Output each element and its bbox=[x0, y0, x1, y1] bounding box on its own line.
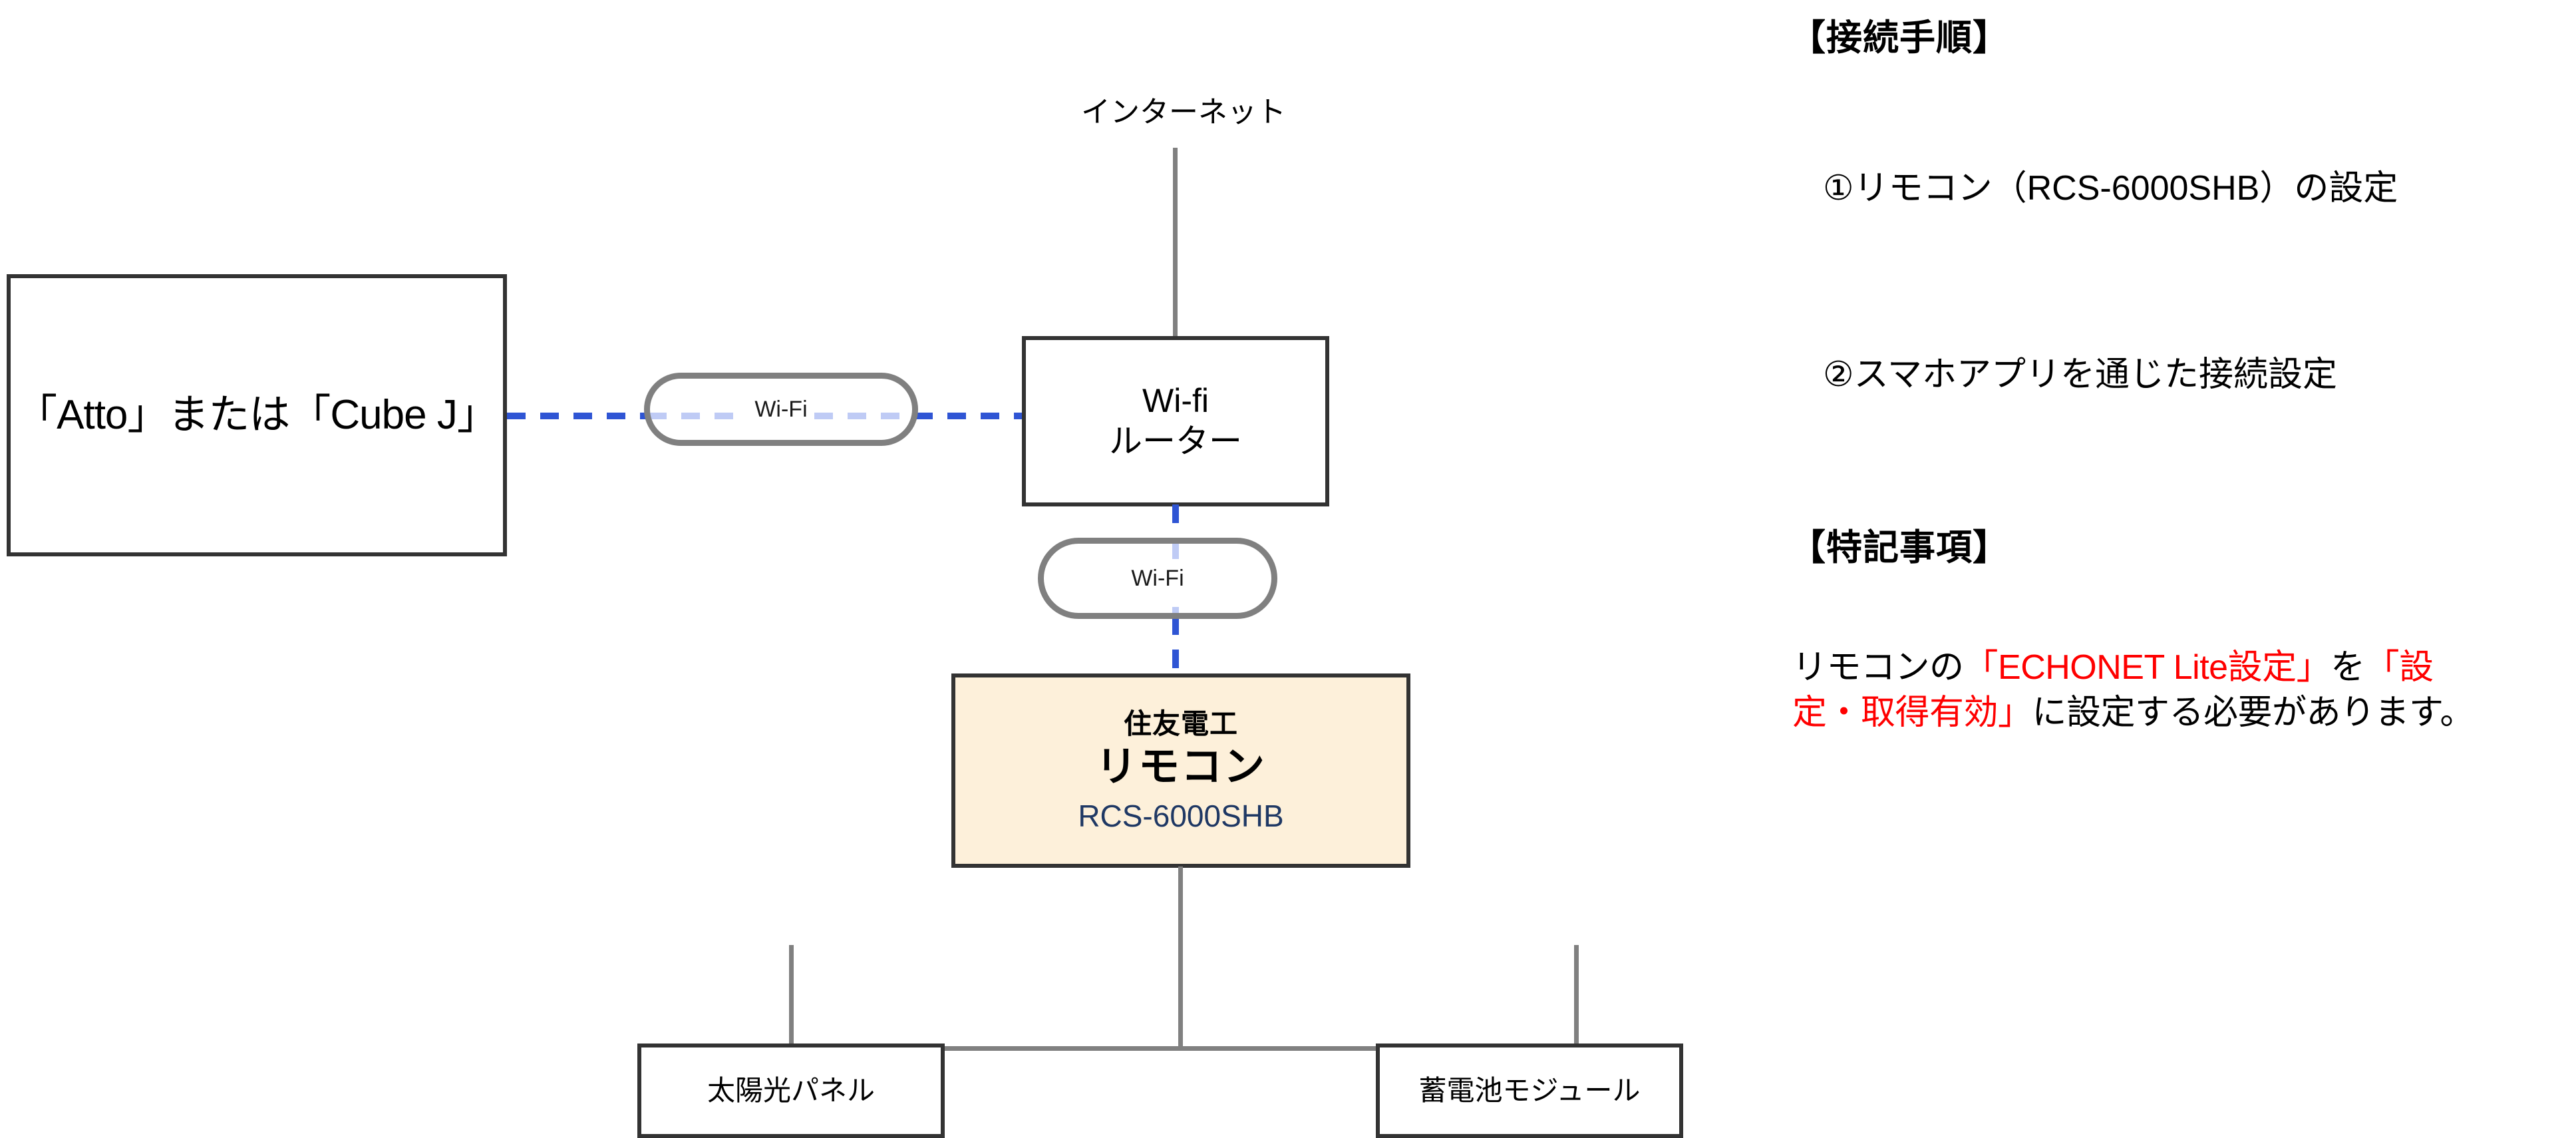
wifi-link-vertical-top bbox=[1172, 504, 1179, 542]
wifi-link-segment-right bbox=[914, 413, 1026, 419]
internet-label: インターネット bbox=[1081, 96, 1286, 128]
remote-brand-label: 住友電工 bbox=[1123, 708, 1238, 740]
notes-remark-part5: に設定する必要があります。 bbox=[2032, 693, 2475, 732]
notes-panel: 【接続手順】 ①リモコン（RCS-6000SHB）の設定 ②スマホアプリを通じた… bbox=[1790, 0, 2576, 1137]
wire-remote-trunk bbox=[1178, 866, 1183, 1050]
wifi-router-box[interactable]: Wi-fi ルーター bbox=[1022, 336, 1329, 506]
remote-title-label: リモコン bbox=[1095, 744, 1266, 791]
remote-controller-box[interactable]: 住友電工 リモコン RCS-6000SHB bbox=[951, 673, 1410, 868]
notes-remark-part2-highlight: 「ECHONET Lite設定」 bbox=[1963, 648, 2331, 687]
solar-panel-label: 太陽光パネル bbox=[707, 1075, 875, 1107]
router-box-label-line1: Wi-fi bbox=[1142, 382, 1209, 419]
notes-heading-procedure: 【接続手順】 bbox=[1790, 18, 2009, 58]
notes-remark-part3: を bbox=[2331, 648, 2365, 687]
device-box-label: 「Atto」または「Cube J」 bbox=[16, 392, 498, 439]
wifi-link-vertical-bottom bbox=[1172, 616, 1179, 677]
wifi-link-pill-lower[interactable]: Wi-Fi bbox=[1038, 538, 1277, 619]
wifi-link-pill-upper[interactable]: Wi-Fi bbox=[644, 373, 918, 446]
wire-drop-right bbox=[1574, 945, 1579, 1046]
router-box-label-line2: ルーター bbox=[1109, 423, 1242, 460]
battery-module-box[interactable]: 蓄電池モジュール bbox=[1376, 1043, 1683, 1138]
remote-model-label: RCS-6000SHB bbox=[1078, 798, 1284, 833]
notes-remark-part4-highlight: 「設定・取得有効」 bbox=[1792, 648, 2434, 732]
device-box[interactable]: 「Atto」または「Cube J」 bbox=[7, 274, 507, 556]
notes-step-1: ①リモコン（RCS-6000SHB）の設定 bbox=[1823, 169, 2398, 208]
solar-panel-box[interactable]: 太陽光パネル bbox=[637, 1043, 945, 1138]
battery-module-label: 蓄電池モジュール bbox=[1418, 1075, 1641, 1107]
wire-drop-left bbox=[789, 945, 794, 1046]
wifi-link-segment-left bbox=[507, 413, 648, 419]
wire-remote-branch-bus bbox=[780, 1046, 1583, 1051]
notes-remark-body: リモコンの「ECHONET Lite設定」を「設定・取得有効」に設定する必要があ… bbox=[1792, 646, 2497, 735]
notes-remark-part1: リモコンの bbox=[1792, 648, 1964, 687]
notes-heading-remarks: 【特記事項】 bbox=[1790, 528, 2009, 568]
wifi-link-pill-upper-label: Wi-Fi bbox=[748, 396, 814, 423]
wire-internet-to-router bbox=[1173, 148, 1178, 341]
notes-step-2: ②スマホアプリを通じた接続設定 bbox=[1823, 355, 2338, 394]
wifi-link-pill-lower-label: Wi-Fi bbox=[1123, 560, 1192, 597]
